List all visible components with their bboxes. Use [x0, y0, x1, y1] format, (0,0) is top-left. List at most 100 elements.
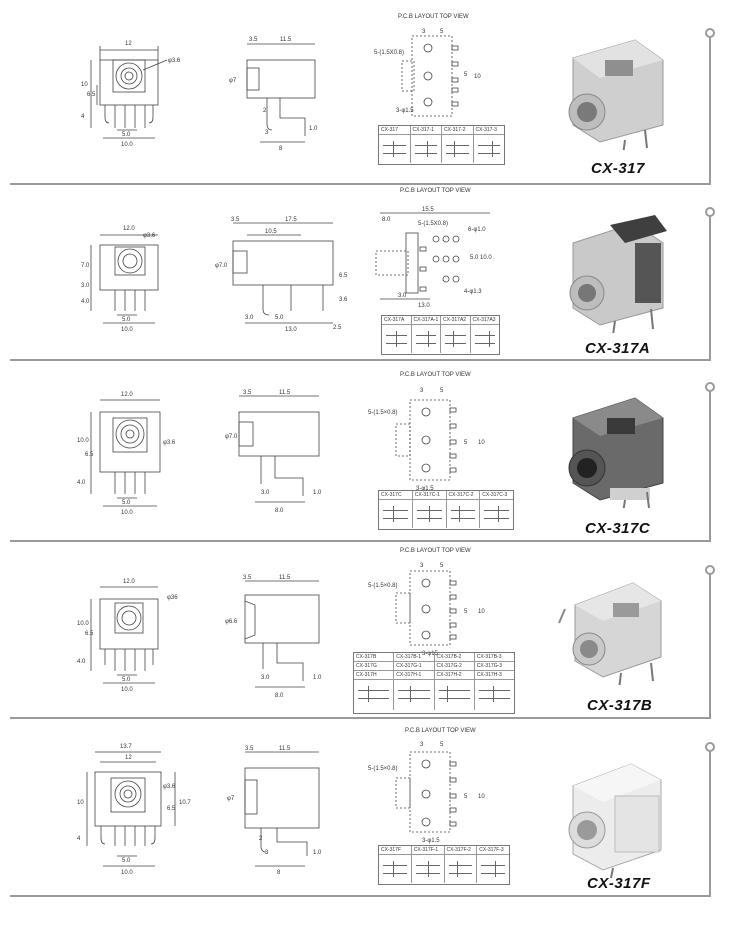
side-dim-e: 1.0: [313, 675, 322, 681]
pcb-layout-drawing: 3 5 5-(1.5×0.8) 5 10 3-φ1.5: [368, 388, 485, 492]
circuit-diagram: [413, 500, 447, 528]
frame-pin-icon: [705, 28, 715, 38]
front-hole: φ3.6: [163, 784, 176, 790]
side-view-drawing: 3.5 17.5 10.5 φ7.0 3.0 5.0 13.0 2.5 6.5 …: [215, 217, 348, 333]
side-view-drawing: 3.5 11.5 φ7.0 3.0 8.0 1.0: [225, 390, 322, 514]
frame-line: [10, 183, 540, 185]
variant-name: CX-317G-3: [476, 663, 503, 669]
variant-table: CX-317F CX-317F-1 CX-317F-2 CX-317F-3: [378, 845, 510, 885]
variant-name: CX-317B-2: [435, 653, 475, 661]
side-view-drawing: 3.5 11.5 φ6.6 3.0 8.0 1.0: [225, 575, 322, 699]
pcb-layout-drawing: 15.5 8.0 5-(1.5X0.8) 6-φ1.0 5.0 10.0 4-φ…: [375, 207, 492, 309]
front-hole: φ3.6: [163, 440, 176, 446]
front-height-total: 10.0: [77, 438, 89, 444]
variant-name: CX-317-3: [475, 127, 497, 133]
side-dim-a: 3.5: [249, 37, 258, 43]
variant-name: CX-317G: [354, 662, 395, 670]
circuit-diagram: [442, 135, 474, 163]
front-height-mid: 6.5: [87, 92, 96, 98]
pcb-layout-drawing: 3 5 5-(1.5X0.8) 5 10 3-φ1.5: [374, 29, 481, 117]
variant-table: CX-317 CX-317-1 CX-317-2 CX-317-3: [378, 125, 505, 165]
variant-name: CX-317G-2: [435, 662, 475, 670]
model-label: CX-317A: [585, 340, 651, 357]
side-dim-a: 3.5: [243, 575, 252, 581]
section-cx-317b: 12.0 φ36 10.0 6.5 4.0 5.0 10.0 3.5 11.5 …: [0, 545, 730, 720]
circuit-diagram: [435, 680, 475, 710]
variant-name: CX-317A3: [472, 317, 496, 323]
pcb-v1: 5: [464, 440, 468, 446]
frame-line: [540, 359, 710, 361]
product-photo: [568, 39, 664, 150]
pcb-title: P.C.B LAYOUT TOP VIEW: [405, 728, 476, 734]
variant-name: CX-317G-1: [394, 662, 435, 670]
variant-name: CX-317-1: [411, 126, 442, 134]
variant-name: CX-317C: [379, 491, 413, 499]
front-height-total: 10: [81, 82, 88, 88]
pcb-slot: 5-(1.5X0.8): [418, 221, 448, 227]
pcb-bot2: 13.0: [418, 303, 430, 309]
side-dia: φ7: [227, 796, 235, 802]
side-dim-c: 3: [265, 130, 269, 136]
circuit-diagram: [394, 680, 435, 710]
circuit-diagram: [382, 325, 412, 353]
pcb-v1: 5.0: [470, 255, 479, 261]
pcb-v2: 10: [474, 74, 481, 80]
front-pin-len: 4.0: [77, 659, 86, 665]
pcb-slot: 5-(1.5×0.8): [368, 766, 398, 772]
pcb-v1: 5: [464, 794, 468, 800]
side-dim-e: 1.0: [313, 490, 322, 496]
product-photo: [558, 582, 662, 685]
frame-line: [10, 717, 540, 719]
front-pin-len: 4: [77, 836, 81, 842]
frame-line: [709, 750, 711, 897]
pcb-slot: 5-(1.5X0.8): [374, 50, 404, 56]
pcb-hole6: 6-φ1.0: [468, 227, 486, 233]
circuit-diagram: [480, 500, 513, 528]
side-dim-b: 11.5: [279, 746, 291, 752]
front-height-mid: 6.5: [85, 631, 94, 637]
front-height-total: 7.0: [81, 263, 90, 269]
pcb-hole: 3-φ1.5: [416, 486, 434, 492]
model-label: CX-317C: [585, 520, 651, 537]
pcb-hole: 3-φ1.5: [396, 108, 414, 114]
variant-name: CX-317C-2: [447, 491, 481, 499]
pcb-bot1: 3.0: [398, 293, 407, 299]
frame-pin-icon: [705, 207, 715, 217]
section-cx-317a: 12.0 φ3.6 7.0 3.0 4.0 5.0 10.0 3.5 17.5 …: [0, 185, 730, 361]
variant-name: CX-317B-3: [476, 654, 502, 660]
pcb-v2: 10: [478, 440, 485, 446]
side-dim-h: 6.5: [339, 273, 348, 279]
pcb-layout-drawing: 3 5 5-(1.5×0.8) 5 10 3-φ15: [368, 563, 485, 657]
side-view-drawing: 3.5 11.5 φ7 2 3 8 1.0: [229, 37, 318, 152]
side-view-drawing: 3.5 11.5 φ7 2 3 8 1.0: [227, 746, 322, 876]
side-dim-c: 3.0: [261, 490, 270, 496]
circuit-diagram: [379, 855, 412, 883]
side-dim-c: 3.0: [261, 675, 270, 681]
pcb-top2: 5: [440, 29, 444, 35]
circuit-diagram: [354, 680, 395, 710]
side-dim-d: 3.0: [245, 315, 254, 321]
pcb-top2: 5: [440, 388, 444, 394]
variant-name: CX-317C-3: [482, 492, 508, 498]
pcb-title: P.C.B LAYOUT TOP VIEW: [398, 14, 469, 20]
side-dim-g: 2.5: [333, 325, 342, 331]
variant-name: CX-317H-1: [394, 671, 435, 679]
frame-line: [10, 359, 540, 361]
front-pin-len: 4.0: [77, 480, 86, 486]
model-label: CX-317B: [587, 697, 653, 714]
front-view-drawing: 12 φ3.6 10 6.5 4 5.0 10.0: [81, 41, 181, 148]
pcb-top1: 3: [420, 563, 424, 569]
frame-line: [10, 895, 540, 897]
pcb-title: P.C.B LAYOUT TOP VIEW: [400, 372, 471, 378]
variant-name: CX-317B-1: [394, 653, 435, 661]
circuit-diagram: [445, 855, 478, 883]
product-photo: [568, 397, 664, 508]
model-label: CX-317F: [587, 875, 651, 892]
pcb-v2: 10: [478, 794, 485, 800]
front-hole: φ36: [167, 595, 178, 601]
variant-table: CX-317C CX-317C-1 CX-317C-2 CX-317C-3: [378, 490, 514, 530]
pcb-title: P.C.B LAYOUT TOP VIEW: [400, 188, 471, 194]
side-pin: 2: [259, 836, 263, 842]
variant-name: CX-317F-2: [445, 846, 478, 854]
side-dim-b: 11.5: [279, 575, 291, 581]
